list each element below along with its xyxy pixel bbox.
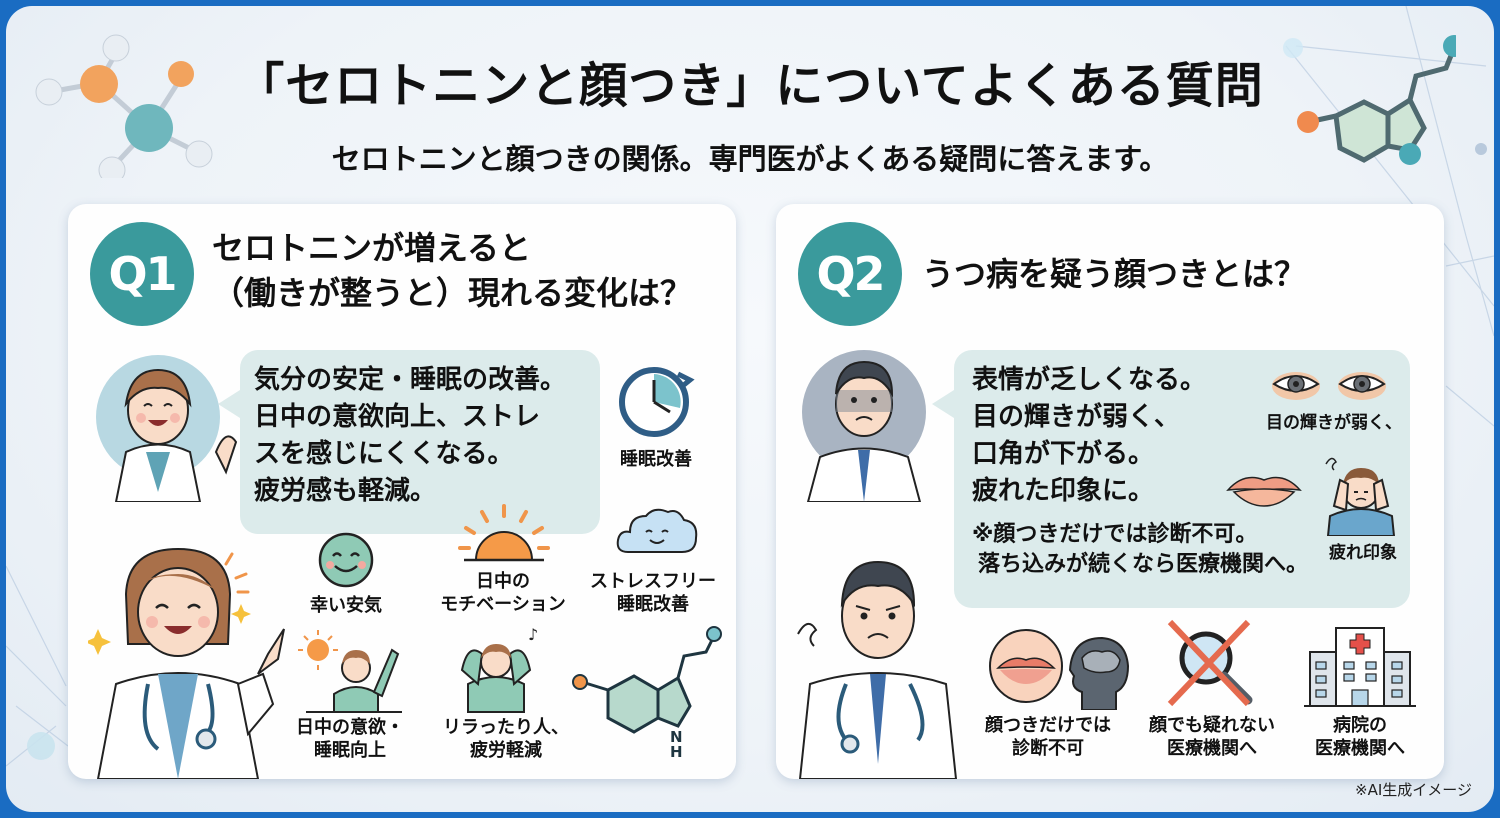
hospital-label: 病院の 医療機関へ — [1292, 714, 1428, 761]
q1-answer-bubble: 気分の安定・睡眠の改善。 日中の意欲向上、ストレ スを感じにくくなる。 疲労感も… — [218, 350, 600, 534]
q2-note: ※顔つきだけでは診断不可。 落ち込みが続くなら医療機関へ。 — [972, 520, 1392, 582]
cheering-person-icon — [298, 630, 402, 713]
clock-icon — [619, 367, 695, 437]
female-doctor-pointing-icon — [88, 547, 285, 779]
eyes-label: 目の輝きが弱く、 — [1266, 413, 1402, 433]
female-doctor-waving-icon — [96, 355, 238, 502]
cloud-label: ストレスフリー 睡眠改善 — [578, 570, 728, 617]
eyes-icon — [1272, 372, 1386, 400]
crossed-magnifier-label: 顔でも疑れない 医療機関へ — [1138, 714, 1286, 761]
q1-title-line2: （働きが整うと）現れる変化は？ — [212, 273, 693, 312]
hospital-label-line: 医療機関へ — [1315, 738, 1405, 760]
hospital-label-line: 病院の — [1333, 715, 1387, 736]
q2-answer-line: 疲れた印象に。 — [972, 475, 1155, 506]
serotonin-molecule-icon: N H — [572, 626, 722, 761]
q2-answer-text: 表情が乏しくなる。 目の輝きが弱く、 口角が下がる。 疲れた印象に。 — [972, 362, 1392, 510]
cheering-label-line: 睡眠向上 — [314, 740, 386, 762]
molecule-3d-icon — [35, 34, 213, 178]
q2-title: うつ病を疑う顔つきとは？ — [922, 255, 1307, 293]
q2-note-line: ※顔つきだけでは診断不可。 — [972, 521, 1258, 547]
infographic-frame: 「セロトニンと顔つき」についてよくある質問 セロトニンと顔つきの関係。専門医がよ… — [6, 6, 1494, 812]
q2-answer-line: 表情が乏しくなる。 — [972, 365, 1207, 395]
q1-answer-line: 気分の安定・睡眠の改善。 — [254, 365, 567, 395]
sunrise-label-line: 日中の — [476, 571, 530, 592]
q2-badge: Q2 — [798, 222, 902, 326]
q1-badge: Q1 — [90, 222, 194, 326]
page-title: 「セロトニンと顔つき」についてよくある質問 — [236, 58, 1264, 114]
worried-male-doctor-icon — [797, 560, 958, 779]
sad-male-doctor-icon — [802, 350, 926, 502]
q1-answer-line: 日中の意欲向上、ストレ — [254, 401, 541, 432]
cloud-label-line: ストレスフリー — [590, 571, 716, 592]
q1-title-line1: セロトニンが増えると — [212, 229, 532, 267]
smiley-label: 幸い安気 — [310, 595, 382, 616]
q1-answer-line: 疲労感も軽減。 — [254, 475, 437, 506]
q1-card: Q1 セロトニンが増えると （働きが整うと）現れる変化は？ 気分の安定・睡眠の改… — [68, 204, 736, 779]
cloud-icon — [616, 508, 698, 553]
serotonin-molecule-decoration-icon — [1297, 35, 1456, 165]
relaxed-label-line: リラったり人、 — [443, 717, 569, 738]
page-subtitle: セロトニンと顔つきの関係。専門医がよくある疑問に答えます。 — [331, 142, 1169, 176]
q2-answer-bubble: 表情が乏しくなる。 目の輝きが弱く、 口角が下がる。 疲れた印象に。 ※顔つきだ… — [932, 350, 1410, 608]
relaxed-label-line: 疲労軽減 — [470, 740, 542, 762]
mouth-brain-label-line: 診断不可 — [1012, 738, 1084, 760]
relaxed-person-icon: ♪ — [460, 625, 538, 713]
tired-person-icon — [1325, 457, 1396, 536]
sunrise-icon — [458, 504, 550, 562]
smiley-icon — [318, 532, 374, 588]
svg-text:H: H — [670, 743, 683, 761]
mouth-brain-label: 顔つきだけでは 診断不可 — [972, 714, 1124, 761]
crossed-magnifier-label-line: 顔でも疑れない — [1149, 715, 1275, 736]
ai-generated-note: ※AI生成イメージ — [1355, 781, 1472, 799]
mouth-brain-icon — [989, 629, 1130, 710]
relaxed-person-label: リラったり人、 疲労軽減 — [436, 716, 576, 763]
q1-answer-text: 気分の安定・睡眠の改善。 日中の意欲向上、ストレ スを感じにくくなる。 疲労感も… — [254, 362, 586, 510]
lips-icon — [1226, 476, 1302, 507]
q2-answer-line: 目の輝きが弱く、 — [972, 401, 1181, 432]
crossed-magnifier-label-line: 医療機関へ — [1167, 738, 1257, 760]
q1-title: セロトニンが増えると （働きが整うと）現れる変化は？ — [212, 226, 692, 316]
hospital-icon — [1304, 627, 1416, 707]
mouth-brain-label-line: 顔つきだけでは — [985, 715, 1111, 736]
cloud-label-line: 睡眠改善 — [617, 594, 689, 616]
q1-answer-line: スを感じにくくなる。 — [254, 438, 514, 469]
svg-text:N: N — [670, 728, 683, 746]
q2-answer-line: 口角が下がる。 — [972, 438, 1155, 469]
cheering-person-label: 日中の意欲・ 睡眠向上 — [280, 716, 420, 763]
sunrise-label-line: モチベーション — [440, 594, 566, 616]
clock-label: 睡眠改善 — [620, 449, 692, 470]
q2-card: Q2 うつ病を疑う顔つきとは？ 表情が乏しくなる。 目の輝きが弱く、 口角が下が… — [776, 204, 1444, 779]
cheering-label-line: 日中の意欲・ — [296, 717, 404, 738]
svg-text:♪: ♪ — [528, 625, 538, 644]
tired-person-label: 疲れ印象 — [1329, 543, 1397, 563]
q2-note-line: 落ち込みが続くなら医療機関へ。 — [978, 552, 1309, 578]
background-network-decoration — [6, 6, 1494, 767]
sunrise-label: 日中の モチベーション — [418, 570, 588, 617]
crossed-magnifier-icon — [1167, 619, 1253, 707]
